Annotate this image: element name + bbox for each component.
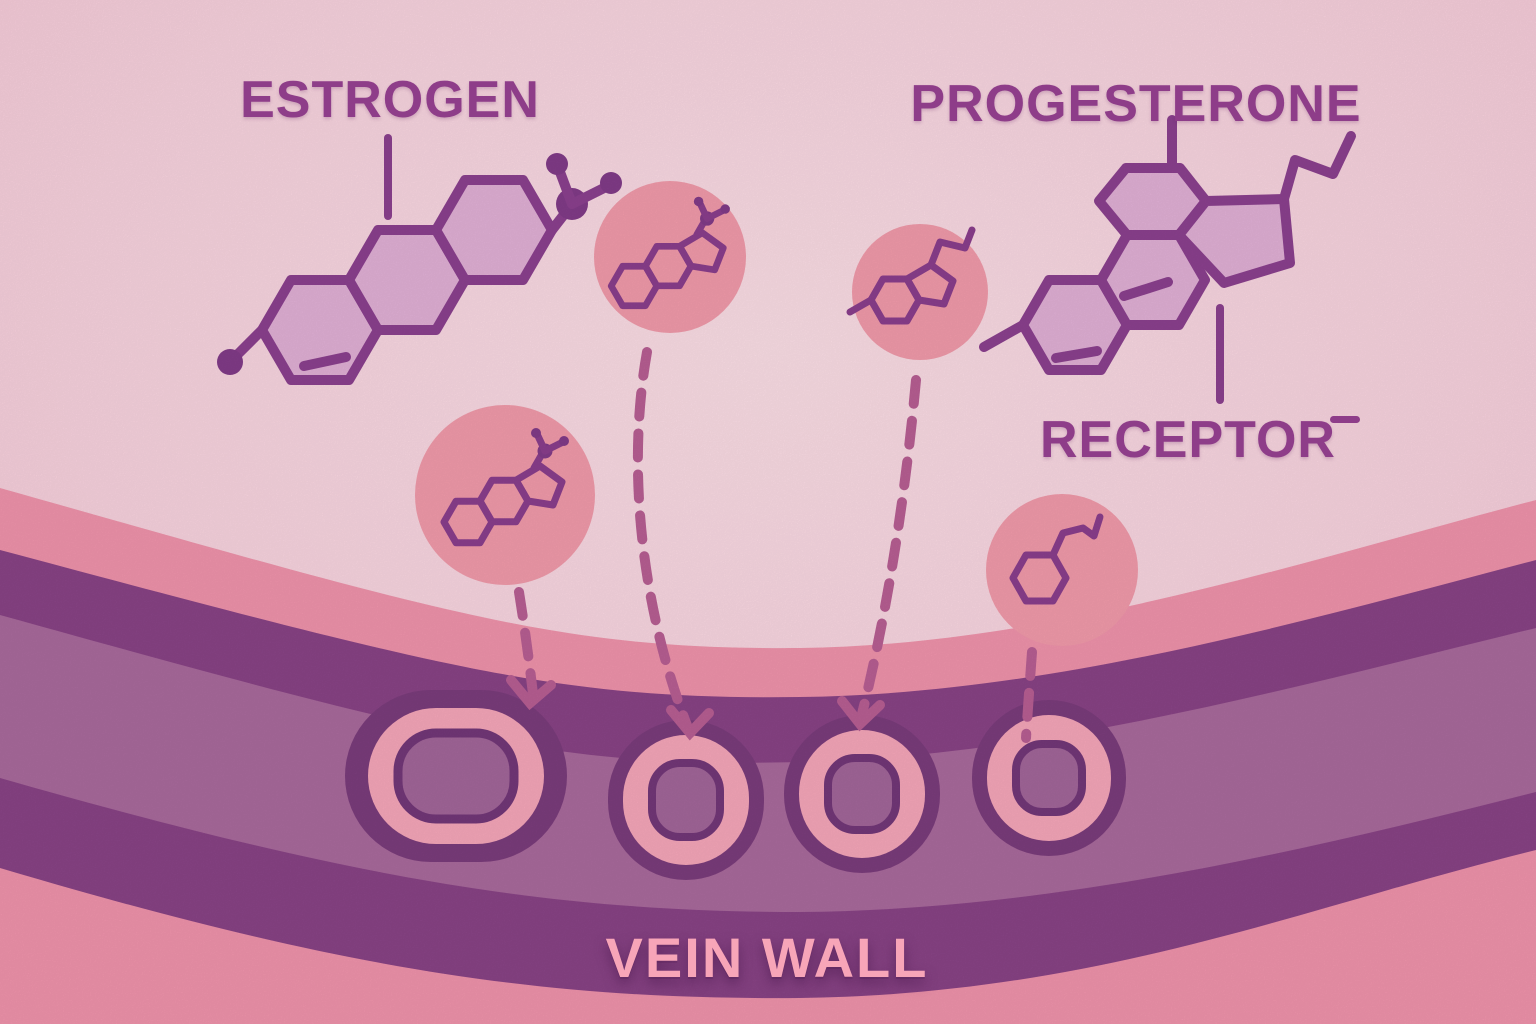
progesterone-label: PROGESTERONE [910, 75, 1362, 133]
receptor-label: RECEPTOR [1040, 411, 1336, 469]
vein-wall-label: VEIN WALL [605, 926, 929, 989]
estrogen-label: ESTROGEN [240, 71, 540, 129]
receptor-macron-dash [1330, 416, 1360, 423]
